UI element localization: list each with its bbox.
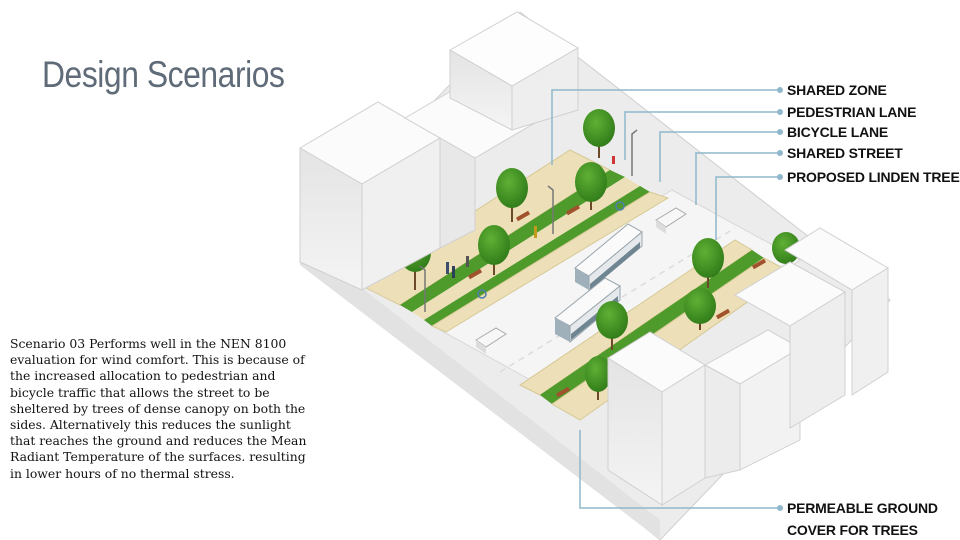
road-block-1 (475, 327, 507, 348)
callout-lines (551, 89, 780, 509)
left-grass-strip-1 (400, 170, 625, 312)
left-pedestrian-lane (412, 177, 640, 320)
bus-1 (574, 223, 643, 292)
people (446, 156, 625, 299)
callout-proposed-linden-trees: PROPOSED LINDEN TREES (787, 169, 960, 185)
scenario-description: Scenario 03 Performs well in the NEN 810… (10, 336, 307, 481)
building-right-back (734, 227, 889, 429)
road-block-2 (655, 207, 687, 228)
building-right-l-shape (607, 329, 801, 506)
left-bicycle-lane (430, 191, 670, 333)
building-left-front (299, 101, 441, 291)
callout-shared-zone: SHARED ZONE (787, 82, 887, 98)
page-title: Design Scenarios (42, 54, 285, 95)
street-lamps (419, 129, 638, 312)
ground-base-side (300, 240, 660, 540)
callout-bicycle-lane: BICYCLE LANE (787, 124, 888, 140)
callout-shared-street: SHARED STREET (787, 145, 903, 161)
left-grass-strip-2 (424, 186, 650, 326)
callout-pedestrian-lane: PEDESTRIAN LANE (787, 104, 916, 120)
linden-trees (399, 109, 800, 400)
building-left-tower (448, 11, 579, 131)
benches (467, 204, 767, 398)
callout-permeable-ground-line2: COVER FOR TREES (787, 522, 918, 538)
road-block-1-side (476, 340, 486, 354)
callout-permeable-ground-line1: PERMEABLE GROUND (787, 500, 938, 516)
road-block-2-side (656, 220, 666, 234)
callout-dots (777, 87, 783, 511)
